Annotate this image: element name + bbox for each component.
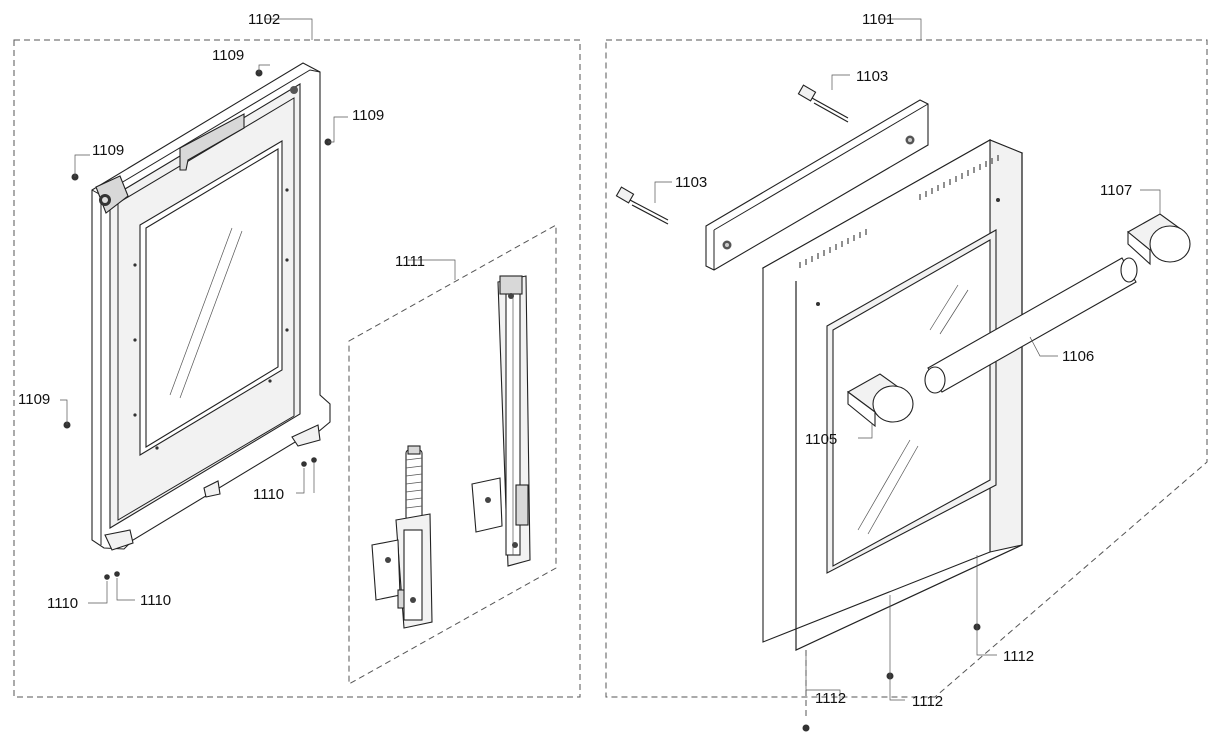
label-1112: 1112 [912,693,943,710]
label-1103: 1103 [856,68,888,85]
group-box-1102 [13,18,581,698]
inner-door-frame [91,62,331,551]
label-1110: 1110 [253,486,284,503]
handle-end-cap-1105 [846,373,914,428]
label-1101: 1101 [862,11,894,28]
screw-1103 [615,84,849,225]
label-1112: 1112 [1003,648,1034,665]
label-1112: 1112 [815,690,846,707]
label-1109: 1109 [352,107,384,124]
label-1103: 1103 [675,174,707,191]
handle-bar [924,257,1138,394]
group-box-1101 [605,18,1208,698]
hinge-long [471,275,531,567]
label-1105: 1105 [805,431,837,448]
label-1110: 1110 [140,592,171,609]
label-1102: 1102 [248,11,280,28]
label-1109: 1109 [18,391,50,408]
leader-lines-left [60,64,348,604]
top-trim-bar [705,99,929,271]
label-1107: 1107 [1100,182,1132,199]
handle-end-cap-1107 [1127,213,1191,266]
hinge-short [371,445,433,629]
group-box-1111 [348,224,557,685]
label-1110: 1110 [47,595,78,612]
label-1109: 1109 [212,47,244,64]
label-1111: 1111 [395,253,425,270]
part-labels: 1102 1101 1109 1109 1109 1109 1110 1110 … [18,11,1132,710]
label-1109: 1109 [92,142,124,159]
leader-lines-right [654,74,1161,720]
screw-1110 [104,457,317,580]
vent-slots [799,155,999,268]
screw-1112 [802,623,981,732]
label-1106: 1106 [1062,348,1094,365]
